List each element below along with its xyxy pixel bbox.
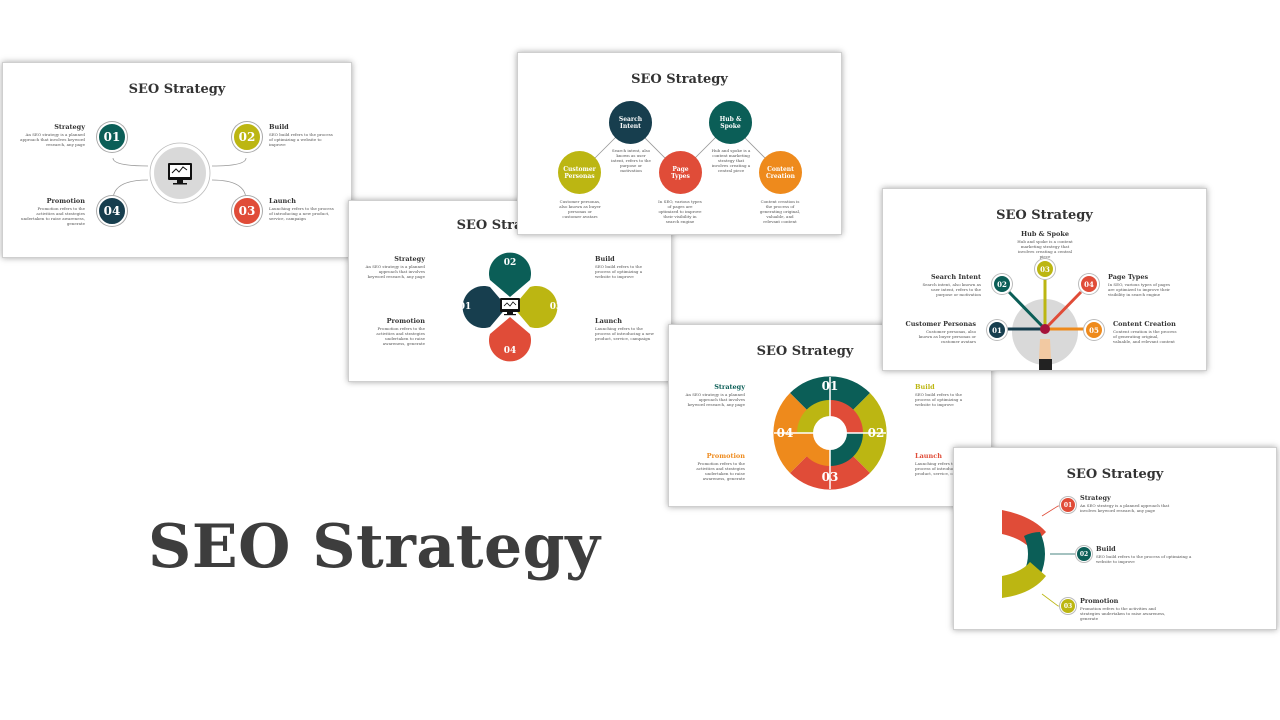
item-description: Search intent, also known as user intent… [922, 282, 981, 297]
segment-number-04: 04 [776, 426, 794, 440]
hand-icon [1039, 339, 1052, 370]
step-badge-03: 03 [232, 196, 262, 226]
item-description: In SEO, various types of pages are optim… [1108, 282, 1171, 297]
donut-diagram [773, 376, 887, 490]
petal-number-02: 02 [503, 258, 517, 268]
item-description: SEO build refers to the process of optim… [595, 264, 643, 279]
petal-diagram [462, 252, 558, 362]
item-description: Promotion refers to the activities and s… [696, 461, 745, 481]
item-description: Search intent, also known as user intent… [611, 148, 651, 173]
segment-number-02: 02 [867, 426, 885, 440]
item-label: Build [1096, 545, 1116, 553]
item-label: Build [915, 383, 935, 391]
node-page-types: Page Types [659, 151, 702, 194]
item-label: Build [269, 123, 289, 131]
step-badge-01: 01 [97, 122, 127, 152]
petal-number-03: 03 [549, 302, 563, 312]
item-label: Page Types [1108, 273, 1149, 281]
item-description: An SEO strategy is a planned approach th… [685, 392, 745, 407]
step-badge-02: 02 [232, 122, 262, 152]
spoke-badge-04: 04 [1079, 274, 1099, 294]
item-label: Launch [915, 452, 942, 460]
slide-title: SEO Strategy [996, 208, 1093, 223]
item-label: Promotion [706, 452, 745, 460]
monitor-icon [500, 298, 520, 316]
petal-number-04: 04 [503, 346, 517, 356]
spoke-badge-05: 05 [1084, 320, 1104, 340]
item-label: Launch [269, 197, 296, 205]
step-badge-04: 04 [97, 196, 127, 226]
slide-thumbnail-4[interactable]: SEO Strategy 03 02 04 01 05 Hub & Spoke … [882, 188, 1207, 371]
segment-number-01: 01 [821, 379, 839, 393]
item-label: Promotion [386, 317, 425, 325]
item-description: Launching refers to the process of intro… [595, 326, 654, 341]
item-label: Strategy [54, 123, 85, 131]
node-search-intent: Search Intent [609, 101, 652, 144]
item-label: Customer Personas [905, 320, 976, 328]
slide-title: SEO Strategy [756, 344, 854, 359]
item-description: An SEO strategy is a planned approach th… [20, 132, 85, 147]
item-description: Content creation is the process of gener… [1113, 329, 1177, 344]
slide-thumbnail-3[interactable]: SEO Strategy Search Intent Hub & Spoke C… [517, 52, 842, 235]
monitor-icon [168, 163, 192, 185]
arc-badge-03: 03 [1060, 598, 1076, 614]
item-description: An SEO strategy is a planned approach th… [365, 264, 425, 279]
slide-title: SEO Strategy [1066, 467, 1164, 482]
item-label: Build [595, 255, 615, 263]
item-description: Customer personas, also known as buyer p… [559, 199, 601, 219]
slide-thumbnail-6[interactable]: SEO Strategy 01 02 03 Strategy An SEO st… [953, 447, 1277, 630]
item-label: Content Creation [1113, 320, 1176, 328]
spoke-badge-01: 01 [987, 320, 1007, 340]
node-customer-personas: Customer Personas [558, 151, 601, 194]
item-description: Hub and spoke is a content marketing str… [1017, 239, 1073, 259]
arc-badge-01: 01 [1060, 497, 1076, 513]
item-description: Launching refers to the process of intro… [269, 206, 334, 221]
item-description: Promotion refers to the activities and s… [1080, 606, 1166, 621]
item-label: Promotion [46, 197, 85, 205]
monitor-hub-diagram [112, 142, 247, 204]
item-description: Customer personas, also known as buyer p… [918, 329, 976, 344]
item-description: SEO build refers to the process of optim… [915, 392, 963, 407]
node-content-creation: Content Creation [759, 151, 802, 194]
item-description: Promotion refers to the activities and s… [376, 326, 425, 346]
main-title: SEO Strategy [148, 512, 601, 582]
fan-diagram [1005, 279, 1085, 370]
item-description: Hub and spoke is a content marketing str… [711, 148, 751, 173]
slide-title: SEO Strategy [128, 82, 226, 97]
item-description: In SEO, various types of pages are optim… [658, 199, 702, 224]
item-label: Strategy [714, 383, 745, 391]
spoke-badge-02: 02 [992, 274, 1012, 294]
item-label: Promotion [1080, 597, 1119, 605]
spoke-badge-03: 03 [1035, 259, 1055, 279]
petal-number-01: 01 [458, 302, 472, 312]
item-label: Hub & Spoke [1020, 230, 1070, 238]
item-description: SEO build refers to the process of optim… [1096, 554, 1192, 564]
item-description: Content creation is the process of gener… [759, 199, 801, 224]
item-description: Launching refers to the process of intro… [915, 461, 974, 476]
item-label: Strategy [394, 255, 425, 263]
segment-number-03: 03 [821, 470, 839, 484]
item-label: Strategy [1080, 494, 1111, 502]
item-description: SEO build refers to the process of optim… [269, 132, 333, 147]
slide-thumbnail-1[interactable]: SEO Strategy 01 02 04 03 Strategy An SEO… [2, 62, 352, 258]
arc-diagram [1002, 505, 1078, 607]
arc-badge-02: 02 [1076, 546, 1092, 562]
item-description: Promotion refers to the activities and s… [21, 206, 85, 226]
item-description: An SEO strategy is a planned approach th… [1080, 503, 1170, 513]
node-hub-spoke: Hub & Spoke [709, 101, 752, 144]
slide-title: SEO Strategy [631, 72, 728, 87]
item-label: Launch [595, 317, 622, 325]
item-label: Search Intent [930, 273, 981, 281]
